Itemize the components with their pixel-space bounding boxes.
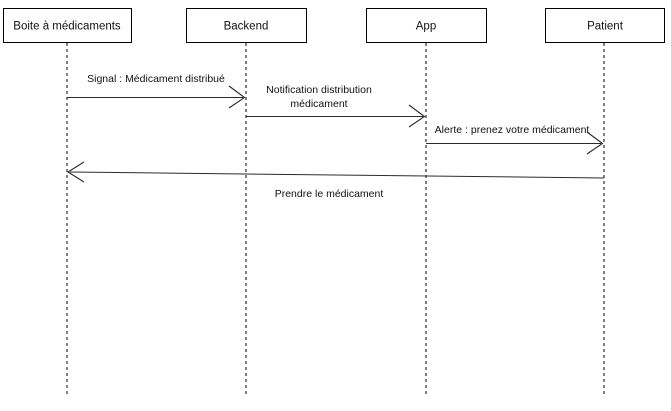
participant-backend[interactable]: Backend [186, 8, 307, 43]
arrowhead-right-1 [228, 85, 246, 109]
message-notification-distribution-medicament[interactable]: Notification distribution médicament [246, 84, 426, 128]
arrowhead-right-2 [408, 104, 426, 128]
message-label-4: Prendre le médicament [275, 188, 384, 200]
message-signal-medicament-distribue[interactable]: Signal : Médicament distribué [67, 73, 246, 109]
message-prendre-le-medicament[interactable]: Prendre le médicament [66, 161, 605, 200]
arrowhead-right-3 [586, 131, 604, 155]
participant-box-boite[interactable] [3, 8, 132, 43]
participant-boite[interactable]: Boite à médicaments [3, 8, 132, 43]
participant-patient[interactable]: Patient [545, 8, 665, 43]
participant-label-app: App [416, 21, 436, 33]
message-label-3: Alerte : prenez votre médicament [435, 124, 590, 136]
message-label-2-line-1: Notification distribution [266, 84, 372, 96]
message-alerte-prenez-votre-medicament[interactable]: Alerte : prenez votre médicament [426, 124, 604, 155]
arrowhead-left-4 [66, 161, 85, 183]
participant-label-patient: Patient [587, 21, 624, 33]
message-label-2-line-2: médicament [290, 98, 347, 110]
participant-box-app[interactable] [366, 8, 487, 43]
message-label-1: Signal : Médicament distribué [87, 73, 225, 85]
participant-label-boite: Boite à médicaments [13, 21, 121, 33]
lifelines-group [66, 43, 605, 397]
participant-app[interactable]: App [366, 8, 487, 43]
participant-box-patient[interactable] [545, 8, 665, 43]
message-line-4[interactable] [69, 171, 605, 179]
participant-label-backend: Backend [224, 21, 269, 33]
participant-box-backend[interactable] [186, 8, 307, 43]
